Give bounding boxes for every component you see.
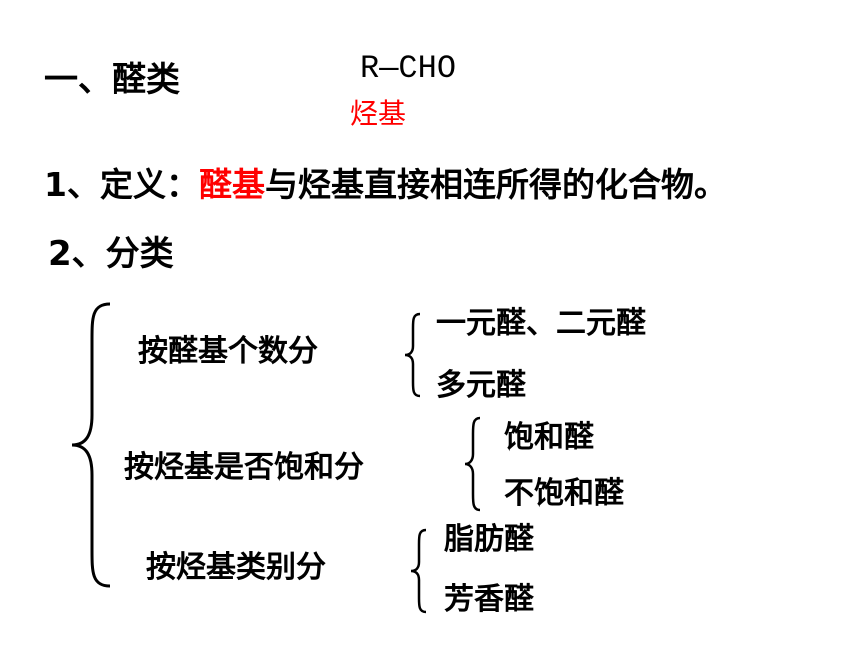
definition-text: 与烃基直接相连所得的化合物。 (264, 165, 727, 204)
formula-note: 烃基 (350, 97, 407, 130)
definition-highlight: 醛基 (198, 165, 265, 204)
criterion-hydrocarbon-type: 按烃基类别分 (146, 550, 326, 585)
option-unsaturated-aldehyde: 不饱和醛 (504, 476, 624, 511)
definition-line: 1、定义：醛基与烃基直接相连所得的化合物。 (44, 158, 727, 206)
main-brace (71, 302, 111, 588)
definition-label: 1、定义： (44, 165, 199, 204)
criterion-saturation: 按烃基是否饱和分 (124, 450, 364, 485)
option-poly-aldehyde: 多元醛 (436, 368, 526, 403)
criterion-aldehyde-count: 按醛基个数分 (138, 334, 318, 369)
section-title: 一、醛类 (44, 60, 180, 100)
option-aliphatic-aldehyde: 脂肪醛 (444, 522, 534, 557)
brace-group-1 (404, 312, 421, 398)
brace-group-3 (410, 528, 427, 614)
classification-label: 2、分类 (48, 234, 174, 274)
option-mono-di-aldehyde: 一元醛、二元醛 (436, 306, 646, 341)
brace-group-2 (464, 416, 481, 512)
formula: R—CHO (360, 50, 457, 87)
option-aromatic-aldehyde: 芳香醛 (444, 582, 534, 617)
option-saturated-aldehyde: 饱和醛 (504, 420, 594, 455)
